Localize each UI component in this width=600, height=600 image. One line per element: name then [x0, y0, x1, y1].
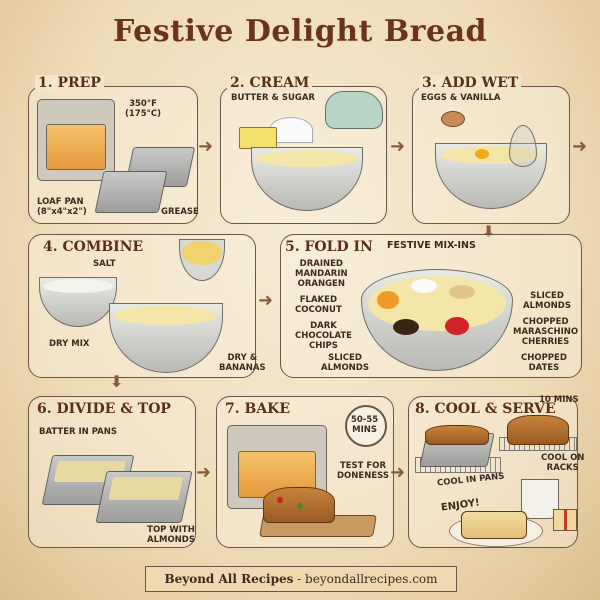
step-4-panel: 4. COMBINE SALT DRY MIX DRY & BANANAS — [28, 234, 266, 378]
mixing-bowl — [251, 147, 363, 211]
batter-in-pans-label: BATTER IN PANS — [39, 427, 117, 437]
step-1-panel: 1. PREP 350°F (175°C) LOAF PAN (8"x4"x2"… — [28, 75, 199, 224]
bread-slice — [461, 511, 527, 539]
footer-site-link[interactable]: beyondallrecipes.com — [305, 572, 438, 586]
combine-bowl — [109, 303, 223, 373]
footer-brand: Beyond All Recipes — [164, 572, 294, 586]
mandarin-label: DRAINED MANDARIN ORANGEN — [295, 259, 348, 289]
arrow-right-1-2: ➜ — [198, 136, 214, 157]
festive-mixins-label: FESTIVE MIX-INS — [387, 240, 476, 251]
maraschino-cherries — [445, 317, 469, 335]
step-5-title: 5. FOLD IN — [285, 239, 373, 255]
footer-separator: - — [293, 572, 306, 586]
step-8-panel: 8. COOL & SERVE 10 MINS COOL IN PANS COO… — [408, 395, 584, 548]
almonds-right-label: SLICED ALMONDS — [523, 291, 571, 311]
butter-sugar-label: BUTTER & SUGAR — [231, 93, 315, 103]
loaf-on-rack — [507, 415, 569, 445]
loaf-pan-label: LOAF PAN (8"x4"x2") — [37, 197, 87, 217]
bake-time-label: 50-55 MINS — [351, 415, 379, 435]
batter-pan-2 — [95, 471, 193, 523]
step-2-panel: 2. CREAM BUTTER & SUGAR — [220, 75, 387, 224]
cool-in-pans-label: COOL IN PANS — [436, 471, 505, 489]
arrow-down-3-5: ⬇ — [482, 222, 496, 241]
stopwatch-icon — [345, 405, 387, 447]
arrow-right-3-out: ➜ — [572, 136, 588, 157]
step-1-title: 1. PREP — [35, 75, 104, 91]
hand-mixer — [325, 91, 383, 129]
arrow-down-4-6: ⬇ — [110, 372, 124, 391]
chocolate-chips — [393, 319, 419, 335]
eggs-vanilla-label: EGGS & VANILLA — [421, 93, 501, 103]
salt-label: SALT — [93, 259, 116, 269]
page-title: Festive Delight Bread — [112, 14, 487, 49]
hot-cocoa-mug — [521, 479, 559, 519]
fruit-bits — [297, 503, 303, 509]
fruit-bits — [277, 497, 283, 503]
chocolate-label: DARK CHOCOLATE CHIPS — [295, 321, 352, 351]
step-6-title: 6. DIVIDE & TOP — [37, 401, 171, 417]
cherries-label: CHOPPED MARASCHINO CHERRIES — [513, 317, 579, 347]
whisk — [509, 125, 537, 167]
butter-stick — [239, 127, 277, 149]
fold-in-bowl — [361, 269, 513, 371]
coconut-flakes — [411, 279, 437, 293]
step-5-panel: 5. FOLD IN FESTIVE MIX-INS DRAINED MANDA… — [280, 234, 582, 378]
loaf-pan-2 — [94, 171, 168, 213]
doneness-label: TEST FOR DONENESS — [337, 461, 389, 481]
mandarin-oranges — [377, 291, 399, 309]
step-3-title: 3. ADD WET — [419, 75, 522, 91]
dry-mix-label: DRY MIX — [49, 339, 90, 349]
oven-temp-label: 350°F (175°C) — [125, 99, 162, 119]
arrow-right-2-3: ➜ — [390, 136, 406, 157]
step-3-panel: 3. ADD WET EGGS & VANILLA — [412, 75, 570, 224]
almond-slices — [449, 285, 475, 299]
step-7-title: 7. BAKE — [225, 401, 291, 417]
egg-shell — [441, 111, 465, 127]
almonds-left-label: SLICED ALMONDS — [321, 353, 369, 373]
step-2-title: 2. CREAM — [227, 75, 313, 91]
arrow-right-4-5: ➜ — [258, 290, 274, 311]
grease-label: GREASE — [161, 207, 199, 217]
step-7-panel: 7. BAKE 50-55 MINS TEST FOR DONENESS — [216, 396, 394, 548]
dry-bananas-label: DRY & BANANAS — [219, 353, 266, 373]
banana-bowl — [179, 239, 225, 281]
gift-box-icon — [553, 509, 577, 531]
dry-mix-bowl — [39, 277, 117, 327]
step-8-title: 8. COOL & SERVE — [415, 401, 556, 417]
footer-banner: Beyond All Recipes - beyondallrecipes.co… — [145, 566, 457, 592]
top-almonds-label: TOP WITH ALMONDS — [147, 525, 195, 545]
step-6-panel: 6. DIVIDE & TOP BATTER IN PANS TOP WITH … — [28, 396, 196, 548]
coconut-label: FLAKED COCONUT — [295, 295, 342, 315]
ten-mins-label: 10 MINS — [539, 395, 579, 405]
dates-label: CHOPPED DATES — [521, 353, 567, 373]
loaf-in-pan — [425, 425, 489, 445]
arrow-right-6-7: ➜ — [196, 462, 212, 483]
arrow-right-7-8: ➜ — [390, 462, 406, 483]
step-4-title: 4. COMBINE — [43, 239, 144, 255]
oven-illustration — [37, 99, 115, 181]
cool-on-racks-label: COOL ON RACKS — [541, 453, 585, 473]
egg-yolk — [475, 149, 489, 159]
